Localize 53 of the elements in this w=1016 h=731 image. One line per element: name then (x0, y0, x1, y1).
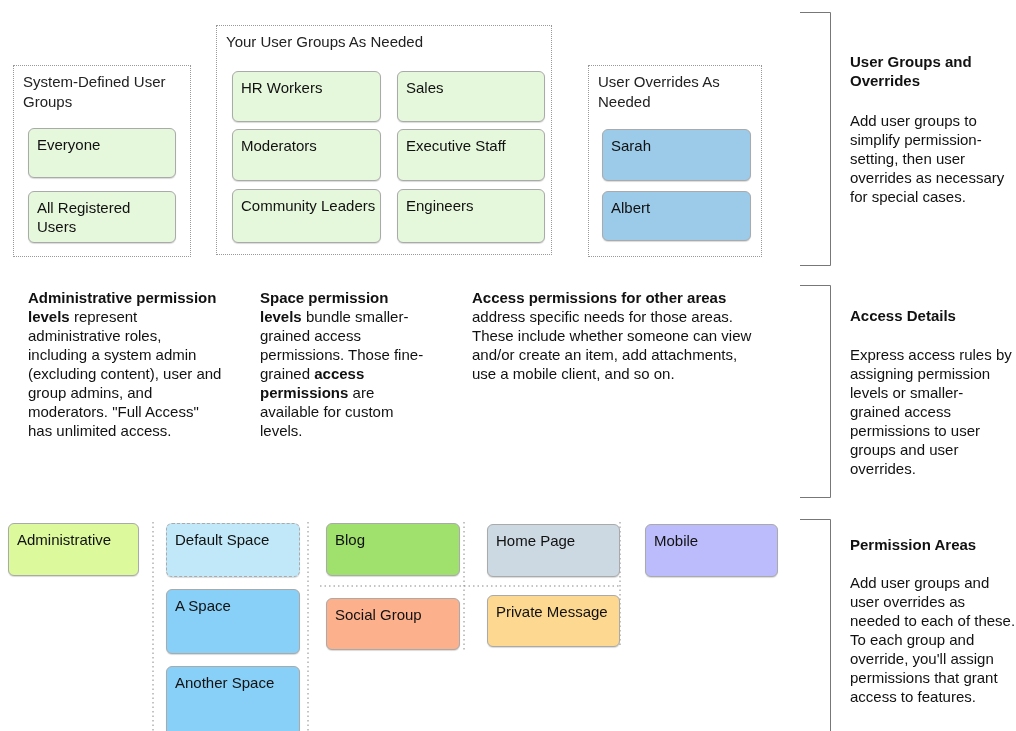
group-heading: User Overrides As Needed (598, 72, 721, 112)
description-text: Add user groups to simplify permission-setting, then user overrides as necessary for special cases. (850, 111, 1006, 206)
box-label: Executive Staff (406, 136, 507, 155)
description-text: Express access rules by assigning permission levels or smaller-grained access permissions to user groups and user overrides. (850, 345, 1012, 478)
box-label: HR Workers (241, 78, 324, 97)
section-heading: User Groups and Overrides (850, 52, 973, 90)
box-label: Engineers (406, 196, 475, 215)
group-box (397, 189, 545, 243)
group-box (397, 129, 545, 181)
group-box (8, 523, 139, 576)
description-text: Add user groups and user overrides as needed to each of these. To each group and override, you'll assign permissions that grant access to features. (850, 573, 1016, 706)
section-heading: Access Details (850, 306, 957, 325)
group-frame (13, 65, 191, 257)
box-label: Community Leaders (241, 196, 376, 215)
group-box (166, 523, 300, 577)
box-label: Sales (406, 78, 445, 97)
group-box (487, 595, 620, 647)
group-box (326, 523, 460, 576)
description-text: Space permission levels bundle smaller-grained access permissions. Those fine-grained access permissions are available for custom levels. (260, 288, 425, 440)
box-label: Sarah (611, 136, 653, 155)
box-label: Blog (335, 530, 367, 549)
group-frame (216, 25, 552, 255)
box-label: Administrative (17, 530, 113, 549)
box-label: All Registered Users (37, 198, 132, 236)
box-label: Albert (611, 198, 652, 217)
box-label: Everyone (37, 135, 102, 154)
group-box (602, 191, 751, 241)
box-label: Home Page (496, 531, 577, 550)
group-box (397, 71, 545, 122)
box-label: A Space (175, 596, 232, 615)
box-label: Default Space (175, 530, 271, 549)
group-box (232, 189, 381, 243)
group-box (487, 524, 620, 577)
box-label: Private Message (496, 602, 609, 621)
group-box (645, 524, 778, 577)
group-frame (588, 65, 762, 257)
box-label: Social Group (335, 605, 423, 624)
group-heading: Your User Groups As Needed (226, 32, 425, 52)
group-box (326, 598, 460, 650)
group-box (232, 129, 381, 181)
group-box (166, 589, 300, 654)
box-label: Mobile (654, 531, 700, 550)
box-label: Another Space (175, 673, 276, 692)
group-box (602, 129, 751, 181)
group-heading: System-Defined User Groups (23, 72, 167, 112)
box-label: Moderators (241, 136, 318, 155)
description-text: Access permissions for other areas address specific needs for those areas. These include whether someone can view and/or create an item, add attachments, use a mobile client, and so on. (472, 288, 753, 383)
section-heading: Permission Areas (850, 535, 978, 554)
group-box (28, 191, 176, 243)
group-box (232, 71, 381, 122)
group-box (166, 666, 300, 731)
group-box (28, 128, 176, 178)
description-text: Administrative permission levels represent administrative roles, including a system admin (excluding content), user and group admins, and moderators. "Full Access" has unlimited access. (28, 288, 223, 440)
